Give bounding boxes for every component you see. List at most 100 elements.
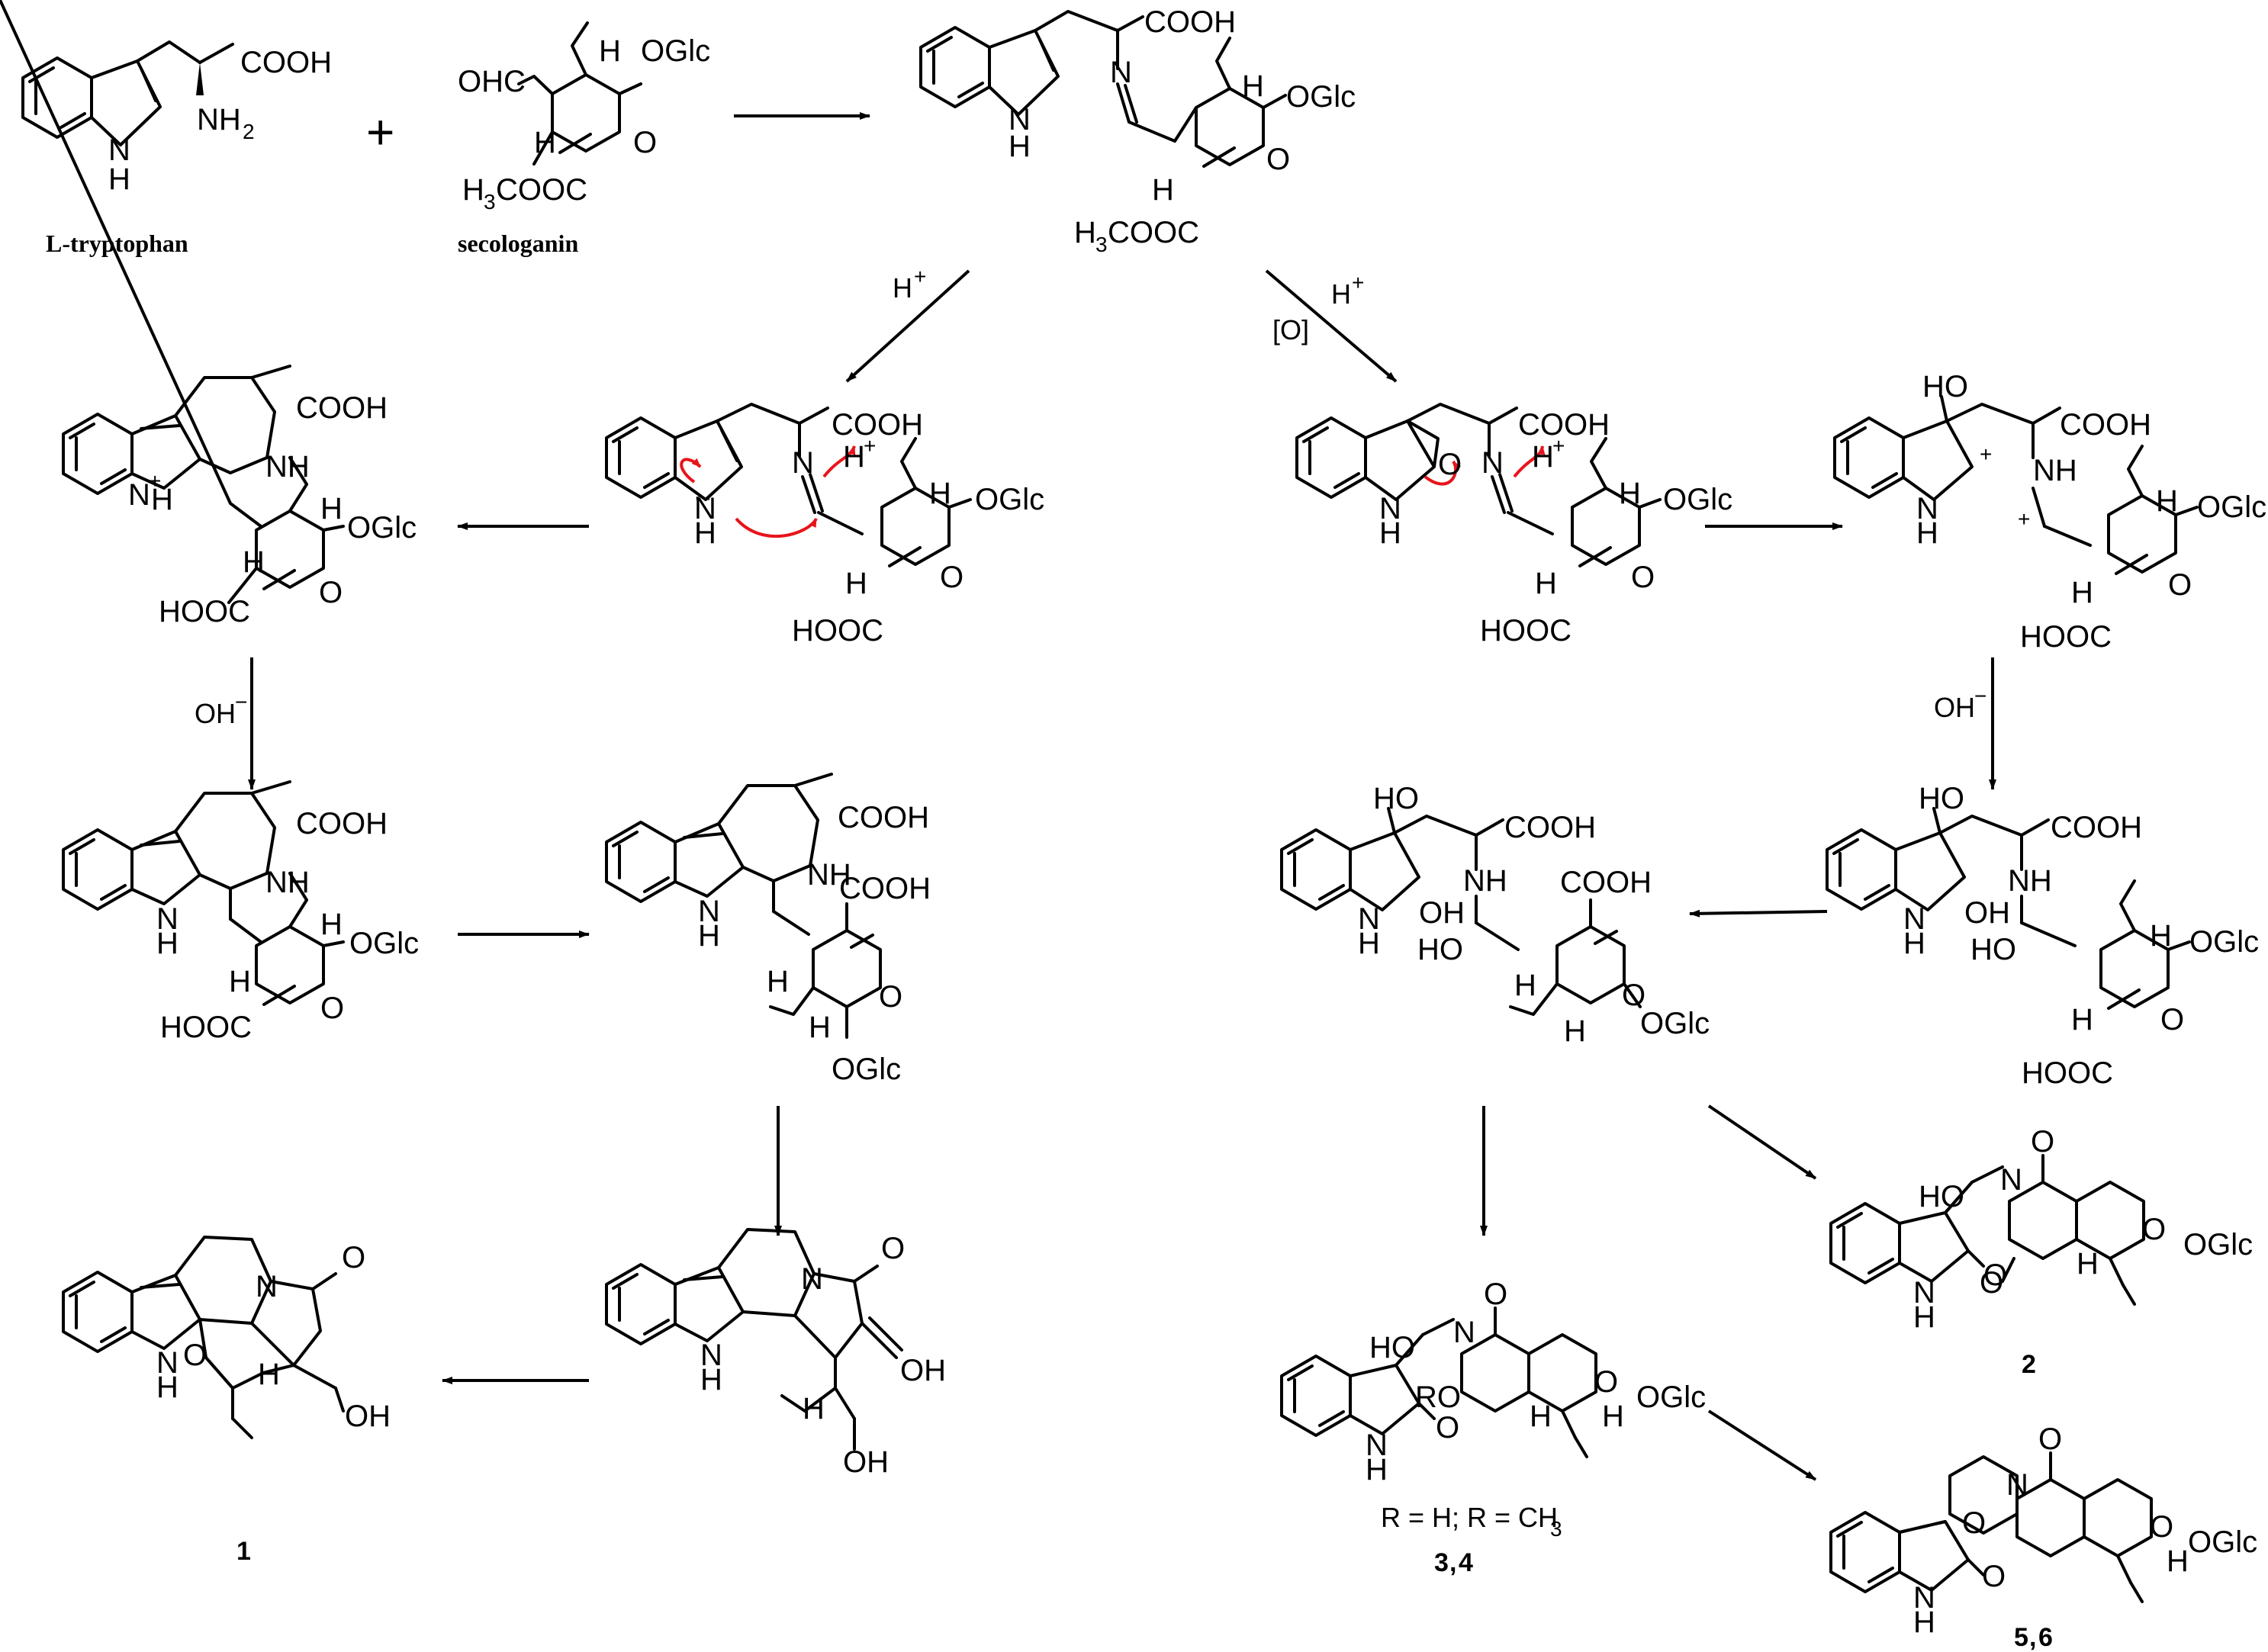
rotated-h2: H	[809, 1011, 831, 1044]
c56-ring-o1: O	[1962, 1506, 1986, 1540]
diol-left-ho: HO	[1373, 782, 1419, 815]
c2-n: N	[2000, 1163, 2022, 1197]
c34-lactam-o: O	[1436, 1411, 1459, 1445]
c1-n-h: H	[156, 1371, 179, 1404]
enol-n: N	[801, 1262, 823, 1296]
rotated-o: O	[879, 980, 902, 1014]
compound-1-label: 1	[236, 1537, 251, 1566]
epoxide-o: O	[1438, 448, 1462, 481]
rotated-n: N	[698, 895, 720, 928]
enol-n-h: H	[700, 1363, 722, 1396]
c34-n-indole: N	[1366, 1429, 1388, 1462]
enol-carbonyl-o: O	[881, 1232, 905, 1265]
iminium-o: O	[319, 576, 343, 609]
carboline-nh: NH	[265, 866, 310, 899]
iminium-nh: NH	[265, 450, 310, 484]
tryptophan-ring-n: N	[108, 133, 130, 167]
c34-n-h: H	[1366, 1453, 1388, 1486]
epoxide-hplus-sup: +	[1552, 434, 1565, 458]
diol-right-nh: NH	[2008, 864, 2052, 898]
carbocation-plus-n: +	[2018, 507, 2030, 531]
carboline-n: N	[156, 902, 179, 936]
c2-lactam-o: O	[1983, 1258, 2007, 1292]
cond-oh-right: OH	[1934, 692, 1975, 723]
enol-n-indole: N	[700, 1339, 722, 1372]
diol-left-oh: OH	[1419, 896, 1465, 930]
diol-right-hooc: HOOC	[2022, 1056, 2113, 1090]
c34-n: N	[1453, 1316, 1475, 1349]
schiff-h1: H	[1242, 69, 1264, 103]
iminium-n: N	[128, 478, 150, 512]
c1-n-indole: N	[156, 1346, 179, 1380]
arrow-oxidation-right	[1265, 269, 1398, 383]
compound-1-structure: N O N H O H OH	[62, 1236, 391, 1439]
carboline-h2: H	[320, 908, 343, 941]
iminium-plus: +	[149, 469, 161, 493]
c2-carbonyl-o: O	[2031, 1125, 2054, 1159]
c56-h: H	[2167, 1544, 2189, 1578]
schiff-base-structure: COOH N OGlc H H O N H H 3 COOC	[919, 5, 1356, 256]
diol-right-o: O	[2160, 1003, 2184, 1037]
cond-h-left-sup: +	[914, 265, 926, 288]
diol-right-oh: OH	[1964, 896, 2010, 930]
iminium-hooc: HOOC	[159, 595, 250, 628]
c56-lactam-o: O	[1982, 1560, 2006, 1593]
diol-right-h1: H	[2150, 919, 2172, 953]
epoxide-hplus: H	[1532, 440, 1554, 474]
rotated-cooh2: COOH	[839, 872, 931, 905]
cond-h-right: H	[1331, 278, 1351, 310]
c34-h1: H	[1530, 1400, 1552, 1433]
tryptophan-nh2-label: NH	[197, 103, 241, 137]
secologanin-ester-rest: COOC	[496, 173, 587, 207]
c1-n: N	[256, 1270, 278, 1303]
compound-56-label-sep: ,	[2029, 1623, 2036, 1652]
secologanin-name: secologanin	[458, 230, 578, 257]
diol-right-n-h: H	[1903, 927, 1925, 960]
schiff-indole-h: H	[1009, 130, 1031, 163]
carbocation-structure: HO + COOH NH + OGlc H H O HOOC N H	[1833, 370, 2266, 654]
compound-2-structure: HO N O O O O OGlc H N H	[1829, 1125, 2253, 1334]
r-definition-text: R = H; R = CH	[1381, 1502, 1558, 1533]
schiff-cooh: COOH	[1144, 5, 1236, 39]
compound-2-label: 2	[2022, 1350, 2036, 1379]
imine-h1: H	[929, 477, 951, 510]
rotated-nh: NH	[807, 858, 851, 892]
diol-left-n-h: H	[1358, 927, 1380, 960]
compound-34-label-a: 3	[1434, 1548, 1449, 1577]
carbocation-h1: H	[2156, 484, 2178, 518]
carbocation-indole-h: H	[1916, 516, 1938, 550]
epoxide-intermediate-structure: O COOH N H + OGlc H H O HOOC N H	[1295, 403, 1732, 648]
c56-ring-o2: O	[2150, 1510, 2173, 1544]
rotated-cooh: COOH	[838, 801, 929, 834]
secologanin-h-top: H	[599, 34, 621, 68]
schiff-ester-h: H	[1074, 216, 1096, 249]
compound-34-label-b: 4	[1459, 1548, 1473, 1577]
tryptophan-ring-h: H	[108, 162, 130, 196]
imine-n: N	[792, 446, 814, 480]
compound-34-label-sep: ,	[1449, 1548, 1456, 1577]
c34-carbonyl-o: O	[1484, 1278, 1507, 1311]
imine-lone-pair: ··	[693, 480, 713, 513]
carbocation-nh: NH	[2033, 454, 2077, 487]
c2-h1: H	[2077, 1247, 2099, 1281]
c56-oglc: OGlc	[2188, 1525, 2257, 1559]
epoxide-cooh: COOH	[1518, 408, 1610, 442]
arrow-acid-left	[845, 269, 970, 383]
schiff-oglc: OGlc	[1286, 80, 1356, 114]
carbocation-cooh: COOH	[2060, 408, 2151, 442]
enol-oh1: OH	[900, 1354, 946, 1387]
carboline-h3: H	[229, 965, 251, 998]
diol-left-ho2: HO	[1417, 933, 1463, 966]
schiff-o: O	[1266, 143, 1290, 176]
imine-oglc: OGlc	[975, 483, 1044, 516]
carbocation-o: O	[2168, 568, 2192, 602]
imine-cooh: COOH	[832, 408, 923, 442]
diol-left-h2: H	[1564, 1014, 1586, 1048]
compound-34-structure: HO N O RO O O OGlc H H N H	[1280, 1278, 1706, 1486]
c34-oglc: OGlc	[1636, 1380, 1706, 1414]
schiff-h2: H	[1152, 173, 1174, 207]
c1-o: O	[183, 1339, 207, 1372]
carboline-nh-h: H	[156, 927, 179, 960]
secologanin-h-left: H	[534, 126, 556, 159]
epoxide-oglc: OGlc	[1663, 483, 1732, 516]
